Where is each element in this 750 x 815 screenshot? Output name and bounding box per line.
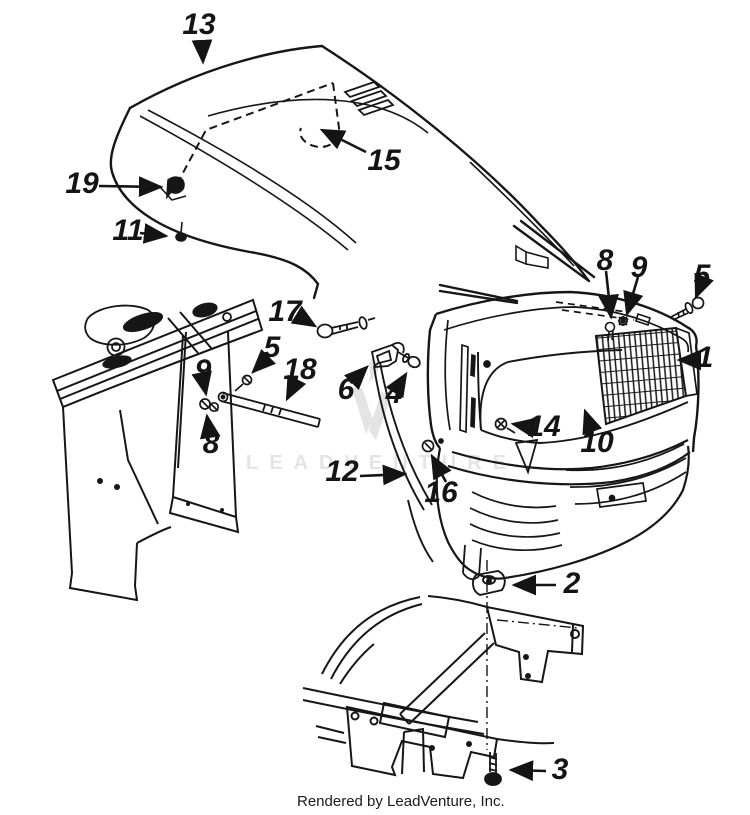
bolt-17: [318, 316, 376, 337]
callout-13[interactable]: 13: [182, 8, 216, 41]
screw-14: [496, 419, 516, 434]
rendered-by-credit: Rendered by LeadVenture, Inc.: [297, 793, 505, 810]
grille-top-fasteners-8-9: [606, 314, 651, 341]
callout-16[interactable]: 16: [424, 476, 458, 509]
bolt-5-left: [235, 376, 252, 392]
callout-19[interactable]: 19: [65, 167, 99, 200]
screw-3: [485, 752, 501, 785]
rod-clip-19: [160, 177, 186, 200]
bumper-slats: [470, 444, 686, 550]
callout-17[interactable]: 17: [268, 295, 302, 328]
bumper: [437, 440, 690, 579]
callout-10[interactable]: 10: [580, 426, 614, 459]
bumper-mount-foot: [463, 545, 481, 579]
bolt-5-top: [671, 298, 704, 321]
pedestal-holes: [97, 478, 224, 512]
callout-18[interactable]: 18: [283, 353, 317, 386]
callout-9-left[interactable]: 9: [194, 354, 212, 387]
callout-5-top[interactable]: 5: [693, 259, 711, 292]
hood-outline: [111, 46, 594, 303]
hood-support-rod-15: [177, 83, 339, 184]
callout-14[interactable]: 14: [527, 410, 561, 443]
callout-12[interactable]: 12: [325, 455, 359, 488]
rubber-pad-2: [473, 571, 505, 595]
callout-8-left[interactable]: 8: [202, 427, 220, 460]
bolt-4: [398, 352, 422, 369]
callout-2[interactable]: 2: [563, 567, 581, 600]
hood-vent-slats: [345, 82, 393, 115]
dash-pedestal: [53, 300, 262, 600]
callout-5-left[interactable]: 5: [263, 331, 281, 364]
callout-1[interactable]: 1: [696, 341, 714, 374]
side-skirt-panel-12: [374, 362, 433, 562]
callout-15[interactable]: 15: [367, 144, 401, 177]
callout-9-top[interactable]: 9: [630, 251, 648, 284]
callout-3[interactable]: 3: [551, 753, 569, 786]
callout-6[interactable]: 6: [337, 373, 355, 406]
nuts-8-9-left: [200, 393, 228, 412]
callout-8-top[interactable]: 8: [596, 244, 614, 277]
screw-11: [176, 222, 186, 241]
headlight-pod: [85, 301, 231, 370]
lift-rod-18: [221, 393, 320, 427]
callout-11[interactable]: 11: [112, 214, 144, 247]
leader-arrows: [99, 39, 714, 782]
screw-16: [423, 439, 444, 452]
hood-creases: [140, 99, 574, 268]
frame-brackets: [303, 596, 583, 778]
lens-corner-wedge: [516, 440, 537, 472]
headlight-lens-panel-10: [478, 350, 688, 443]
callout-4[interactable]: 4: [385, 377, 403, 410]
